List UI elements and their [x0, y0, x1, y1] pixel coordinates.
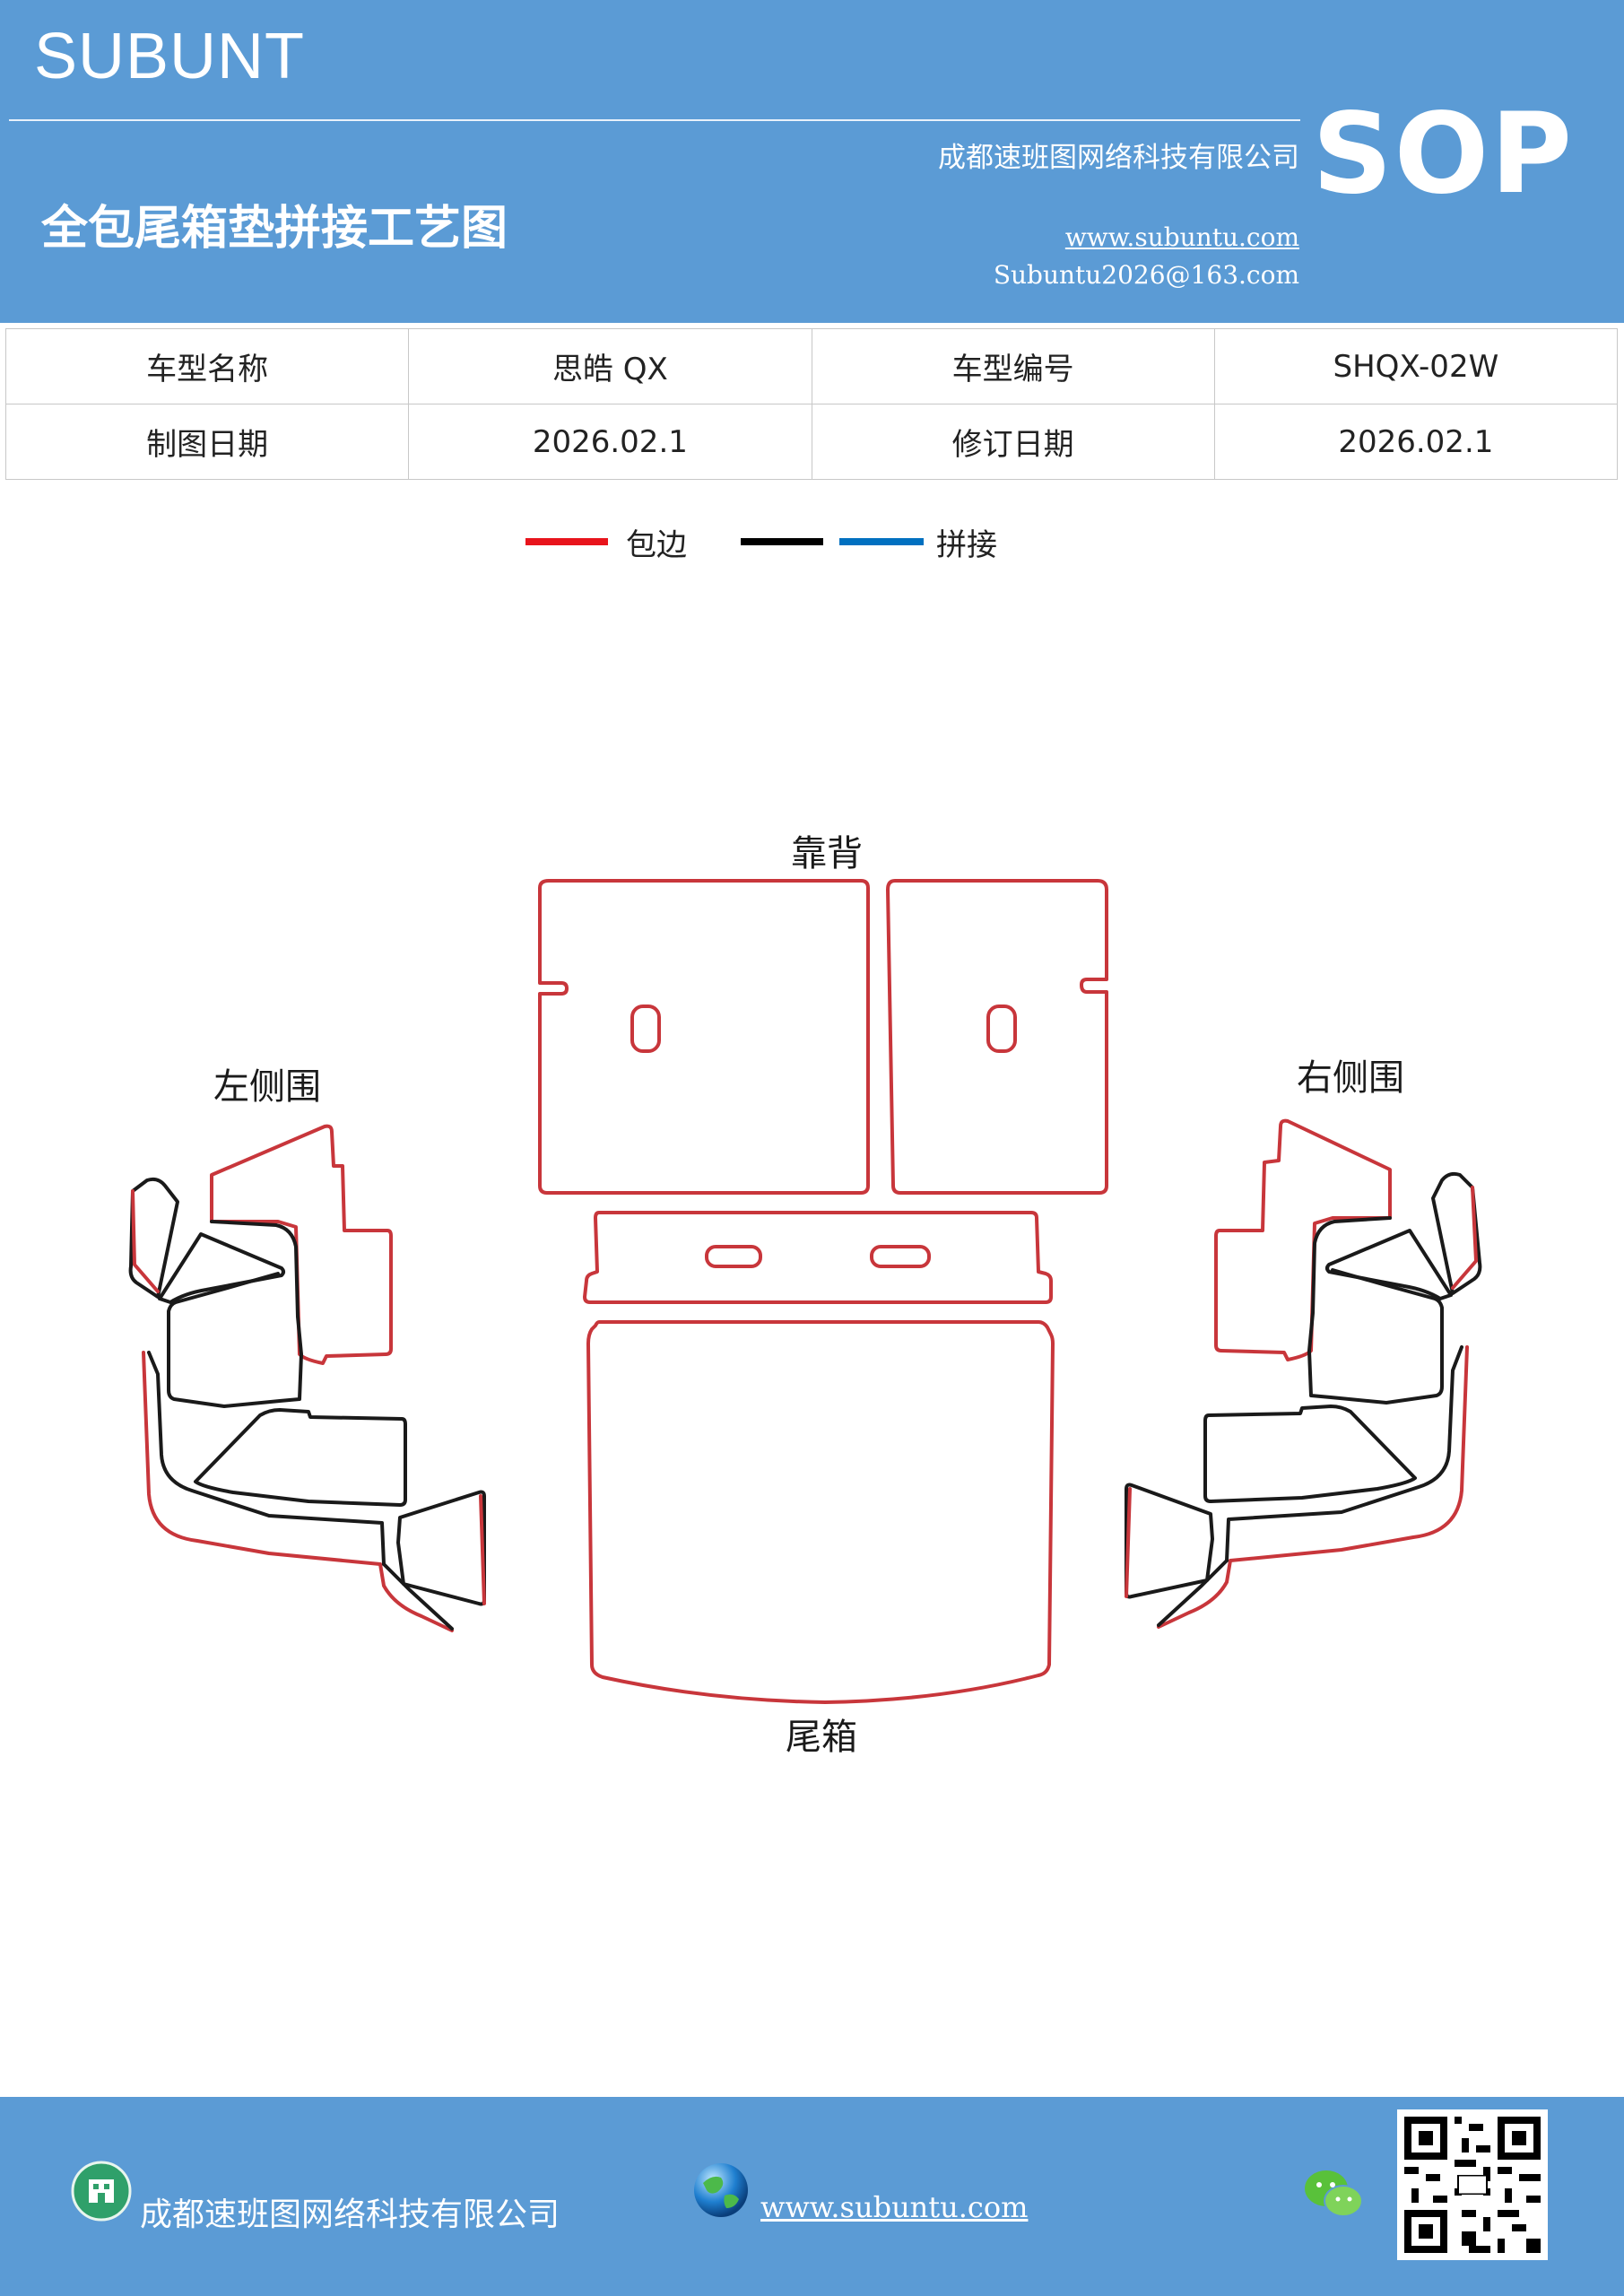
left-seg-a — [167, 1220, 303, 1408]
right-seg-c — [1431, 1171, 1482, 1295]
left-upper-tab — [210, 1124, 393, 1365]
globe-icon — [694, 2163, 748, 2217]
trunk-floor-panel — [586, 1320, 1055, 1704]
draw-date-label: 制图日期 — [4, 404, 410, 480]
legend: 包边 拼接 — [0, 520, 1624, 574]
legend-edge-swatch — [525, 538, 608, 545]
trunk-label: 尾箱 — [786, 1717, 857, 1758]
trunk-front-strip — [583, 1211, 1053, 1304]
left-seg-b — [158, 1232, 285, 1304]
right-flap — [1125, 1483, 1214, 1599]
right-flap-join — [1157, 1559, 1229, 1627]
legend-join-black-swatch — [741, 538, 823, 545]
table-row: 车型名称 思皓 QX 车型编号 SHQX-02W — [4, 328, 1619, 404]
draw-date-value: 2026.02.1 — [408, 404, 812, 480]
left-seg-c — [128, 1177, 179, 1299]
page-title: 全包尾箱垫拼接工艺图 — [41, 201, 508, 256]
left-flap-edge — [479, 1494, 486, 1605]
footer-banner: 成都速班图网络科技有限公司 www.subuntu.com — [0, 2097, 1624, 2296]
footer-company: 成都速班图网络科技有限公司 — [140, 2196, 560, 2233]
right-flap-edge — [1125, 1487, 1132, 1598]
right-side-panel-group — [1125, 1118, 1482, 1629]
right-seg-a — [1307, 1216, 1444, 1405]
legend-join-blue-swatch — [839, 538, 924, 545]
backrest-right-hole — [986, 1004, 1017, 1053]
left-flap-join — [382, 1562, 454, 1631]
backrest-left-hole — [630, 1004, 661, 1053]
left-side-label: 左侧围 — [213, 1066, 321, 1108]
backrest-right-panel — [886, 879, 1108, 1195]
left-lower-black-inner — [147, 1351, 386, 1566]
left-side-panel-group — [128, 1124, 486, 1632]
revise-date-label: 修订日期 — [811, 404, 1215, 480]
legend-join-label: 拼接 — [936, 527, 997, 563]
left-seg-e — [194, 1408, 407, 1507]
model-name-value: 思皓 QX — [408, 328, 812, 404]
model-code-label: 车型编号 — [811, 328, 1215, 404]
brand-name: SUBUNT — [34, 21, 306, 92]
header-company: 成都速班图网络科技有限公司 — [938, 142, 1299, 174]
table-row: 制图日期 2026.02.1 修订日期 2026.02.1 — [4, 404, 1619, 480]
backrest-left-panel — [538, 879, 870, 1195]
model-info-table: 车型名称 思皓 QX 车型编号 SHQX-02W 制图日期 2026.02.1 … — [4, 328, 1619, 480]
right-side-label: 右侧围 — [1297, 1057, 1404, 1099]
left-lower-curve — [142, 1351, 454, 1632]
right-seg-e — [1203, 1405, 1417, 1503]
right-upper-tab — [1214, 1118, 1392, 1361]
left-flap — [396, 1490, 486, 1606]
header-website-link[interactable]: www.subuntu.com — [1064, 222, 1299, 252]
building-icon — [71, 2161, 132, 2222]
header-divider — [9, 119, 1300, 121]
qr-code-icon[interactable] — [1397, 2109, 1548, 2260]
header-email: Subuntu2026@163.com — [993, 260, 1299, 290]
revise-date-value: 2026.02.1 — [1213, 404, 1619, 480]
right-seg-d — [1451, 1186, 1478, 1290]
header-banner: SUBUNT 成都速班图网络科技有限公司 SOP 全包尾箱垫拼接工艺图 www.… — [0, 0, 1624, 323]
right-lower-curve — [1157, 1345, 1469, 1629]
right-seg-b — [1325, 1229, 1453, 1300]
legend-edge-label: 包边 — [626, 527, 687, 563]
left-seg-d — [131, 1189, 160, 1293]
sop-mark: SOP — [1312, 90, 1574, 219]
wechat-icon[interactable] — [1302, 2167, 1365, 2222]
model-code-value: SHQX-02W — [1213, 328, 1619, 404]
strip-right-slot — [870, 1245, 931, 1268]
model-name-label: 车型名称 — [4, 328, 410, 404]
footer-website-link[interactable]: www.subuntu.com — [760, 2190, 1029, 2224]
back-seat-label: 靠背 — [791, 833, 863, 874]
strip-left-slot — [705, 1245, 762, 1268]
right-lower-black-inner — [1225, 1345, 1463, 1562]
